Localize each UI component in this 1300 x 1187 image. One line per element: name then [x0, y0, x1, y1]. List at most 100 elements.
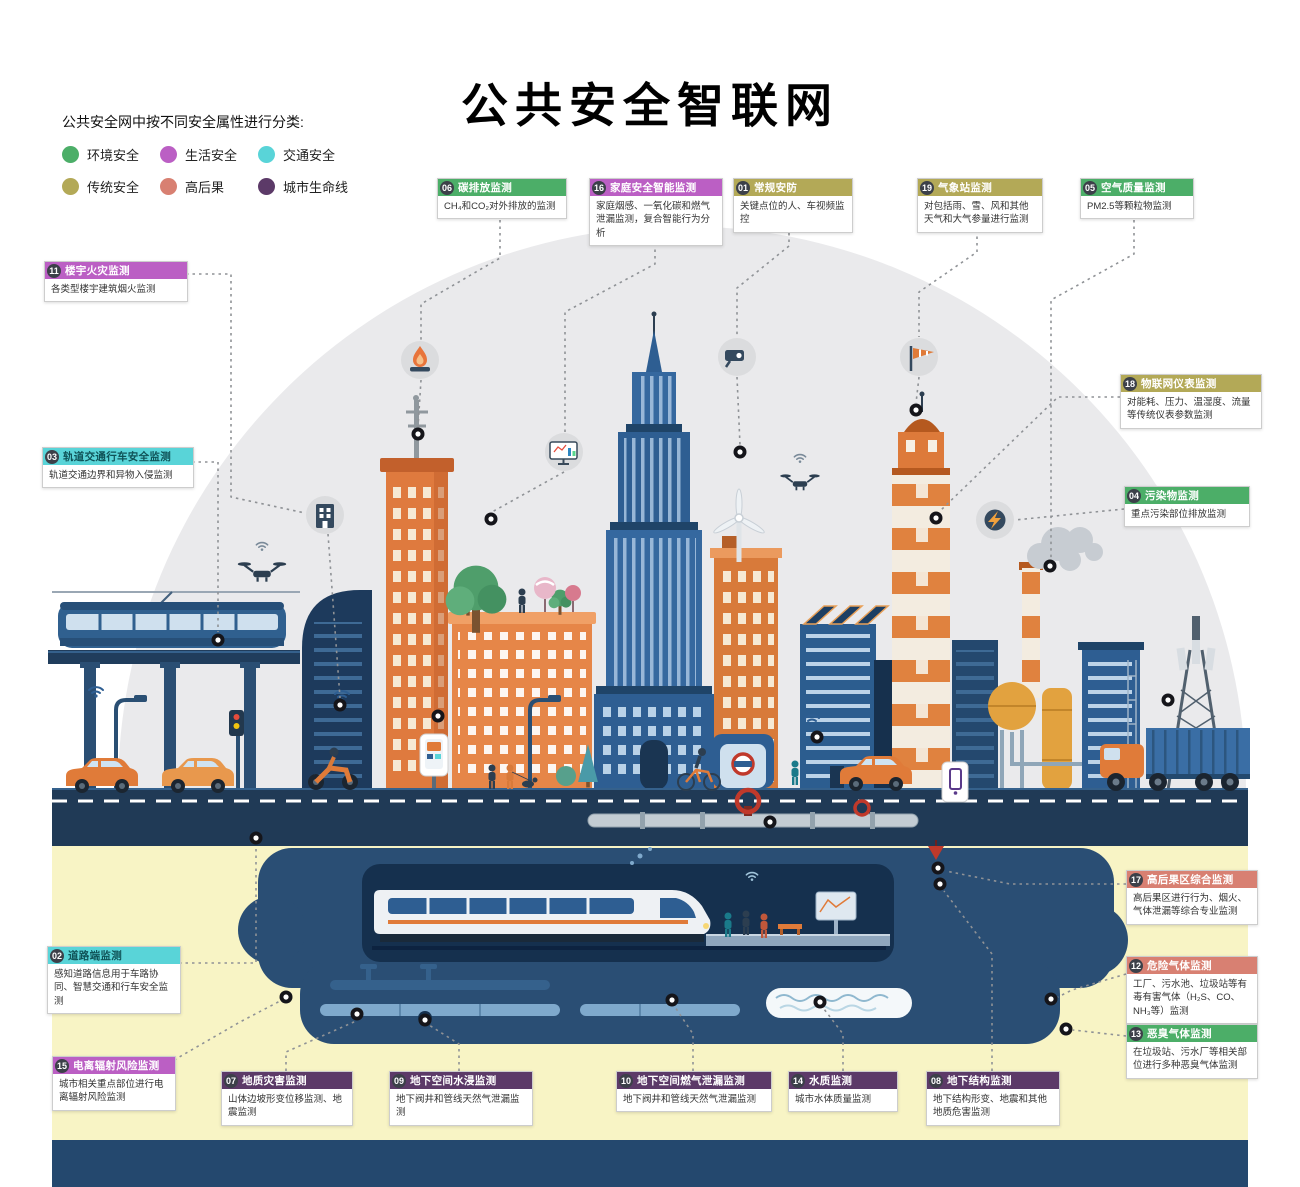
callout-description: 城市水体质量监测	[795, 1094, 872, 1105]
callout-number: 03	[45, 449, 59, 464]
callout-header: 19 气象站监测	[918, 179, 1042, 196]
icon-nodes	[306, 338, 1014, 539]
callout-header: 07 地质灾害监测	[222, 1072, 352, 1089]
callout-06-carbon-emission: 06 碳排放监测 CH₄和CO₂对外排放的监测	[437, 178, 567, 220]
callout-17-high-consequence-area: 17 高后果区综合监测 高后果区进行行为、烟火、气体泄漏等综合专业监测	[1126, 870, 1258, 925]
callout-number: 16	[592, 180, 606, 195]
container-truck	[1100, 728, 1250, 791]
legend-item-city-lifeline: 城市生命线	[258, 177, 370, 196]
callout-description: 对包括雨、雪、风和其他天气和大气参量进行监测	[924, 201, 1029, 226]
callout-number: 08	[929, 1073, 943, 1088]
callout-title: 家庭安全智能监测	[610, 182, 697, 194]
callout-header: 05 空气质量监测	[1081, 179, 1193, 196]
skyscraper-building	[594, 311, 714, 790]
roadside-unit-device	[419, 733, 449, 788]
callout-title: 地下结构监测	[947, 1075, 1012, 1087]
subway-entrance	[712, 734, 774, 788]
callout-header: 11 楼宇火灾监测	[45, 262, 187, 279]
cctv-camera-icon	[718, 338, 756, 376]
legend-grid: 环境安全 生活安全 交通安全 传统安全 高后果 城市生命线	[62, 145, 370, 196]
callout-15-ionizing-radiation: 15 电离辐射风险监测 城市相关重点部位进行电离辐射风险监测	[52, 1056, 176, 1111]
callout-05-air-quality: 05 空气质量监测 PM2.5等颗粒物监测	[1080, 178, 1194, 220]
callout-04-pollutant: 04 污染物监测 重点污染部位排放监测	[1124, 486, 1250, 528]
callout-title: 高后果区综合监测	[1147, 874, 1234, 886]
callout-10-underground-gas-leak: 10 地下空间燃气泄漏监测 地下阀井和管线天然气泄漏监测	[616, 1071, 772, 1113]
callout-header: 10 地下空间燃气泄漏监测	[617, 1072, 771, 1089]
callout-description: 城市相关重点部位进行电离辐射风险监测	[59, 1079, 164, 1104]
legend-item-traditional: 传统安全	[62, 177, 160, 196]
callout-title: 常规安防	[754, 182, 798, 194]
legend-dot-icon	[258, 178, 275, 195]
callout-description: 山体边坡形变位移监测、地震监测	[228, 1094, 343, 1119]
legend-dot-icon	[160, 146, 177, 163]
callout-description: 关键点位的人、车视频监控	[740, 201, 845, 226]
callout-header: 01 常规安防	[734, 179, 852, 196]
callout-title: 地质灾害监测	[242, 1075, 307, 1087]
windsock-icon	[900, 338, 938, 376]
callout-number: 06	[440, 180, 454, 195]
callout-description: PM2.5等颗粒物监测	[1087, 201, 1172, 212]
callout-11-building-fire: 11 楼宇火灾监测 各类型楼宇建筑烟火监测	[44, 261, 188, 303]
callout-number: 10	[619, 1073, 633, 1088]
callout-header: 06 碳排放监测	[438, 179, 566, 196]
callout-number: 14	[791, 1073, 805, 1088]
callout-number: 12	[1129, 958, 1143, 973]
callout-title: 空气质量监测	[1101, 182, 1166, 194]
callout-number: 04	[1127, 488, 1141, 503]
callout-title: 物联网仪表监测	[1141, 378, 1217, 390]
callout-08-underground-structure: 08 地下结构监测 地下结构形变、地震和其他地质危害监测	[926, 1071, 1060, 1126]
callout-description: 对能耗、压力、温湿度、流量等传统仪表参数监测	[1127, 397, 1251, 422]
legend-label: 城市生命线	[283, 180, 349, 195]
callout-14-water-quality: 14 水质监测 城市水体质量监测	[788, 1071, 898, 1113]
callout-description: 轨道交通边界和异物入侵监测	[49, 470, 173, 481]
legend-label: 生活安全	[185, 148, 238, 163]
flame-icon	[401, 341, 439, 379]
callout-title: 轨道交通行车安全监测	[63, 451, 171, 463]
callout-number: 19	[920, 180, 934, 195]
callout-19-weather-station: 19 气象站监测 对包括雨、雪、风和其他天气和大气参量进行监测	[917, 178, 1043, 233]
legend-label: 传统安全	[87, 180, 140, 195]
callout-header: 09 地下空间水浸监测	[390, 1072, 532, 1089]
callout-title: 危险气体监测	[1147, 960, 1212, 972]
callout-description: 地下阀井和管线天然气泄漏监测	[623, 1094, 757, 1105]
callout-16-home-safety: 16 家庭安全智能监测 家庭烟感、一氧化碳和燃气泄漏监测，复合智能行为分析	[589, 178, 723, 246]
callout-09-underground-flooding: 09 地下空间水浸监测 地下阀井和管线天然气泄漏监测	[389, 1071, 533, 1126]
callout-12-hazardous-gas: 12 危险气体监测 工厂、污水池、垃圾站等有毒有害气体（H₂S、CO、NH₃等）…	[1126, 956, 1258, 1024]
legend-dot-icon	[258, 146, 275, 163]
page-title: 公共安全智联网	[461, 79, 839, 133]
legend-dot-icon	[160, 178, 177, 195]
callout-header: 12 危险气体监测	[1127, 957, 1257, 974]
callout-number: 15	[55, 1058, 69, 1073]
callout-title: 污染物监测	[1145, 490, 1199, 502]
callout-title: 电离辐射风险监测	[73, 1060, 160, 1072]
smart-phone-device	[941, 761, 969, 803]
callout-header: 08 地下结构监测	[927, 1072, 1059, 1089]
callout-header: 14 水质监测	[789, 1072, 897, 1089]
callout-header: 18 物联网仪表监测	[1121, 375, 1261, 392]
callout-header: 13 恶臭气体监测	[1127, 1025, 1257, 1042]
legend: 公共安全网中按不同安全属性进行分类: 环境安全 生活安全 交通安全 传统安全 高…	[62, 112, 370, 196]
legend-item-traffic: 交通安全	[258, 145, 370, 164]
callout-number: 18	[1123, 376, 1137, 391]
callout-description: 在垃圾站、污水厂等相关部位进行多种恶臭气体监测	[1133, 1047, 1248, 1072]
callout-header: 03 轨道交通行车安全监测	[43, 448, 193, 465]
roof-garden-building	[448, 577, 596, 790]
callout-number: 13	[1129, 1026, 1143, 1041]
callout-number: 01	[736, 180, 750, 195]
callout-header: 04 污染物监测	[1125, 487, 1249, 504]
gas-pipeline	[587, 787, 919, 829]
callout-02-roadside: 02 道路端监测 感知道路信息用于车路协同、智慧交通和行车安全监测	[47, 946, 181, 1014]
callout-title: 水质监测	[809, 1075, 853, 1087]
legend-label: 高后果	[185, 180, 225, 195]
callout-13-odor-gas: 13 恶臭气体监测 在垃圾站、污水厂等相关部位进行多种恶臭气体监测	[1126, 1024, 1258, 1079]
callout-07-geological-hazard: 07 地质灾害监测 山体边坡形变位移监测、地震监测	[221, 1071, 353, 1126]
callout-title: 楼宇火灾监测	[65, 265, 130, 277]
callout-number: 11	[47, 263, 61, 278]
callout-description: CH₄和CO₂对外排放的监测	[444, 201, 556, 212]
callout-title: 恶臭气体监测	[1147, 1028, 1212, 1040]
power-icon	[976, 501, 1014, 539]
callout-description: 各类型楼宇建筑烟火监测	[51, 284, 156, 295]
callout-title: 气象站监测	[938, 182, 992, 194]
legend-label: 环境安全	[87, 148, 140, 163]
legend-item-life: 生活安全	[160, 145, 258, 164]
